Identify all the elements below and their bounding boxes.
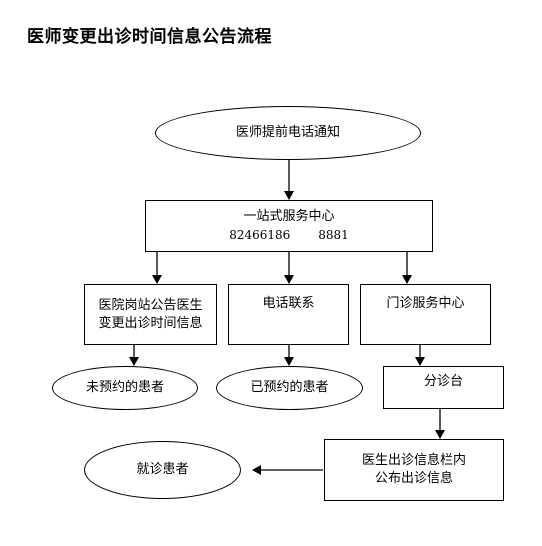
- clinic-service-node: 门诊服务中心: [360, 284, 491, 345]
- service-center-phone: 82466186: [229, 228, 291, 242]
- phone-contact-node: 电话联系: [228, 284, 349, 345]
- not-booked-node: 未预约的患者: [52, 366, 198, 410]
- diagram-title: 医师变更出诊时间信息公告流程: [27, 27, 272, 47]
- start-node: 医师提前电话通知: [155, 106, 421, 160]
- doctor-board-line2: 公布出诊信息: [374, 471, 453, 486]
- booked-label: 已预约的患者: [250, 380, 329, 395]
- service-center-extension: 8881: [318, 228, 349, 242]
- phone-contact-label: 电话联系: [262, 296, 315, 311]
- triage-label: 分诊台: [423, 374, 463, 389]
- not-booked-label: 未预约的患者: [85, 380, 164, 395]
- ward-notice-node: 医院岗站公告医生 变更出诊时间信息: [84, 284, 217, 345]
- ward-notice-line1: 医院岗站公告医生: [98, 297, 203, 313]
- start-node-label: 医师提前电话通知: [235, 125, 340, 140]
- doctor-board-line1: 医生出诊信息栏内: [361, 453, 466, 468]
- clinic-service-label: 门诊服务中心: [386, 296, 465, 311]
- service-center-node: 一站式服务中心 82466186 8881: [145, 200, 433, 252]
- triage-node: 分诊台: [383, 366, 504, 409]
- ward-notice-line2: 变更出诊时间信息: [98, 315, 203, 331]
- service-center-label: 一站式服务中心: [243, 209, 335, 224]
- doctor-board-node: 医生出诊信息栏内 公布出诊信息: [324, 439, 504, 501]
- patients-node: 就诊患者: [84, 441, 241, 499]
- patients-label: 就诊患者: [136, 462, 189, 477]
- booked-node: 已预约的患者: [216, 366, 363, 410]
